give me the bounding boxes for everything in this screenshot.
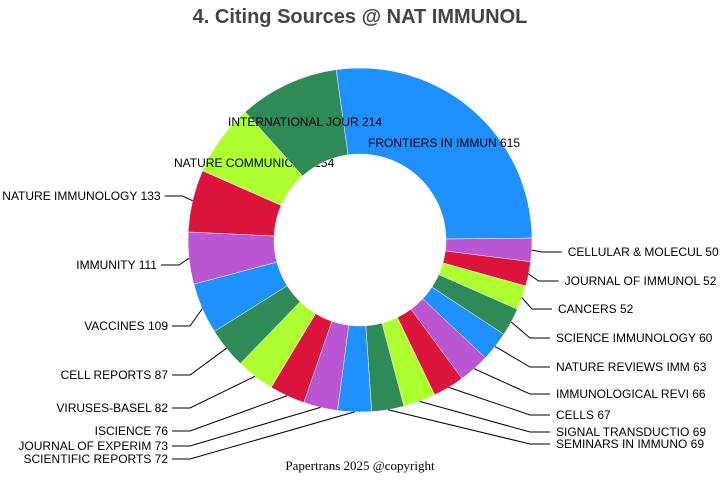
footer-credit: Papertrans 2025 @copyright	[285, 458, 435, 473]
leader-line-11	[172, 406, 321, 447]
slice-label-14: CELL REPORTS 87	[61, 368, 169, 382]
leader-line-14	[172, 347, 227, 376]
slice-label-6: IMMUNOLOGICAL REVI 66	[556, 387, 706, 401]
slice-label-12: ISCIENCE 76	[95, 424, 169, 438]
slice-label-3: CANCERS 52	[558, 302, 634, 316]
leader-line-8	[419, 400, 550, 433]
leader-line-10	[172, 411, 355, 460]
leader-line-9	[387, 409, 550, 445]
slice-label-8: SIGNAL TRANSDUCTIO 69	[556, 425, 706, 439]
leader-line-17	[164, 195, 193, 202]
leader-line-12	[172, 395, 288, 432]
leader-line-6	[473, 368, 550, 395]
slice-label-5: NATURE REVIEWS IMM 63	[556, 360, 707, 374]
slice-label-7: CELLS 67	[556, 408, 611, 422]
slice-label-0: FRONTIERS IN IMMUN 615	[368, 136, 520, 150]
leader-line-2	[528, 273, 559, 282]
leader-line-7	[448, 386, 550, 416]
leader-line-5	[494, 345, 550, 368]
slice-label-10: SCIENTIFIC REPORTS 72	[24, 452, 169, 466]
slice-label-2: JOURNAL OF IMMUNOL 52	[565, 274, 717, 288]
leader-line-3	[521, 297, 553, 310]
slice-0	[335, 67, 533, 240]
slice-19	[244, 69, 349, 177]
leader-line-16	[160, 257, 190, 266]
leader-line-13	[172, 375, 256, 409]
slice-label-13: VIRUSES-BASEL 82	[56, 401, 168, 415]
slice-label-16: IMMUNITY 111	[76, 258, 157, 272]
slice-label-19: INTERNATIONAL JOUR 214	[228, 115, 382, 129]
slice-label-17: NATURE IMMUNOLOGY 133	[2, 189, 161, 203]
slice-label-15: VACCINES 109	[84, 319, 168, 333]
leader-line-1	[531, 249, 562, 253]
slice-label-11: JOURNAL OF EXPERIM 73	[18, 439, 168, 453]
slice-label-4: SCIENCE IMMUNOLOGY 60	[556, 331, 713, 345]
slice-label-9: SEMINARS IN IMMUNO 69	[556, 437, 704, 451]
chart-title: 4. Citing Sources @ NAT IMMUNOL	[192, 6, 528, 28]
leader-line-15	[172, 308, 203, 327]
slice-label-1: CELLULAR & MOLECUL 50	[568, 245, 719, 259]
leader-line-4	[510, 321, 550, 339]
